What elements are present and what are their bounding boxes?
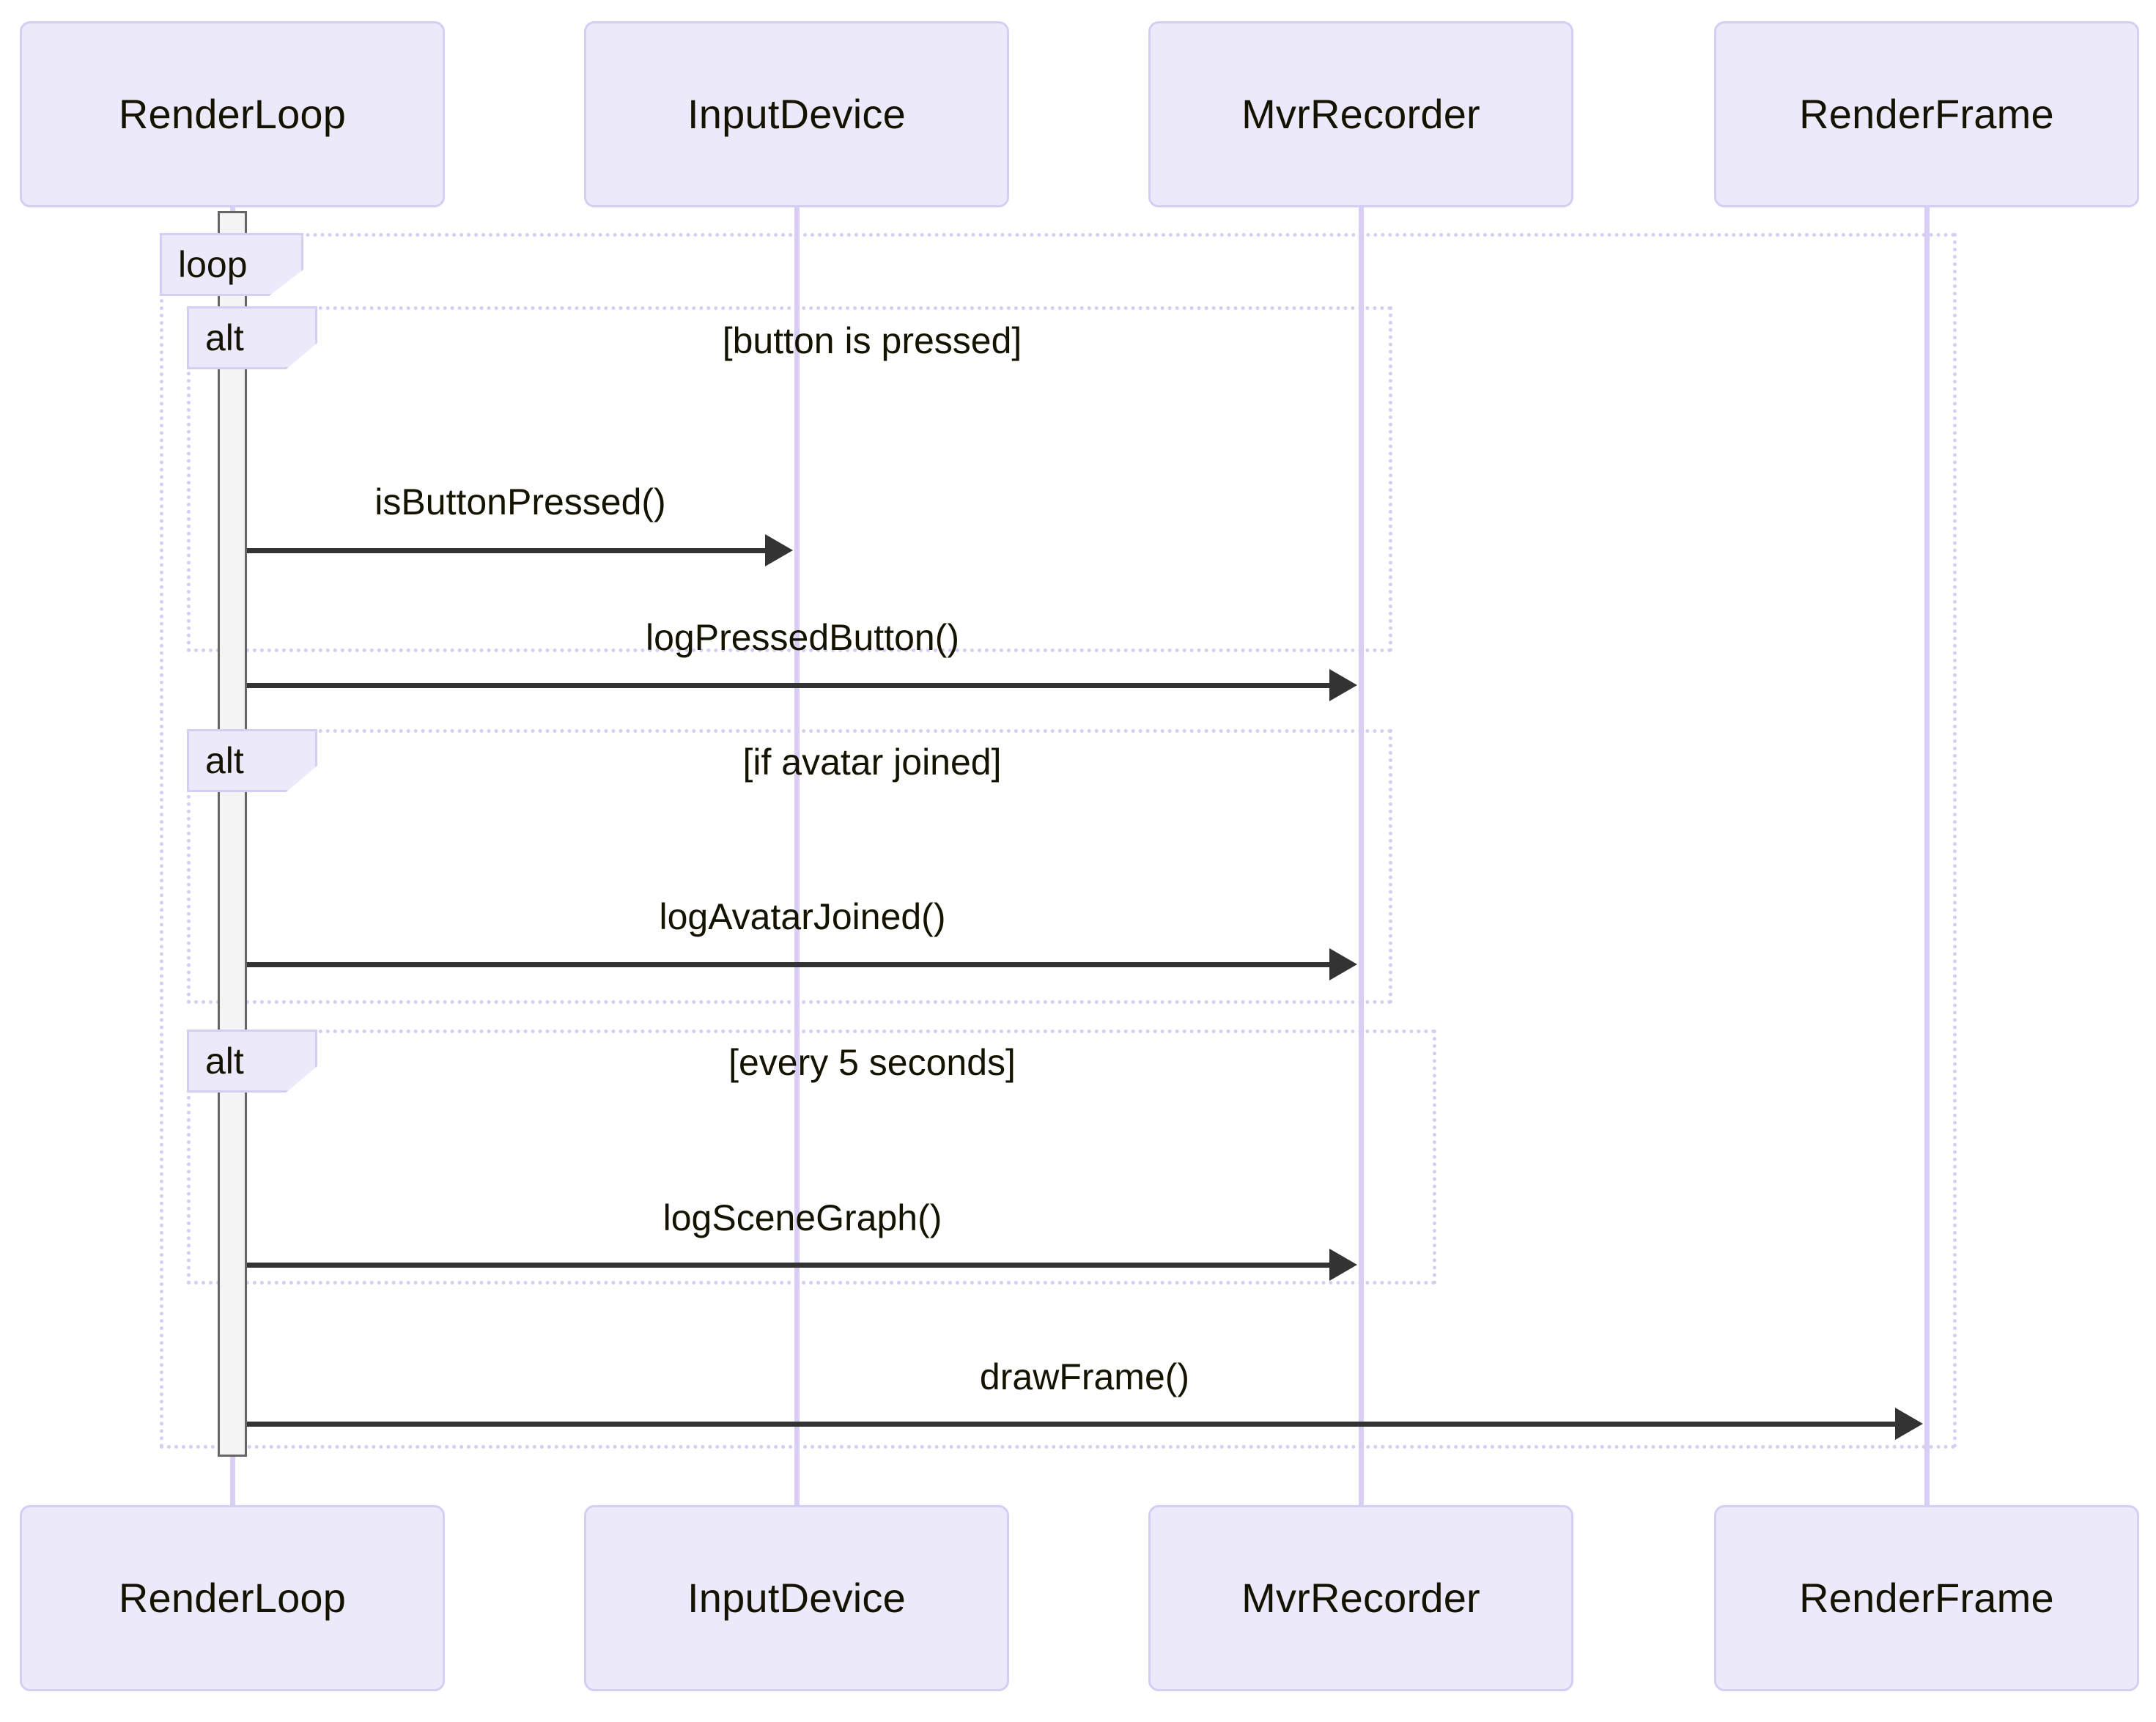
message-label-log-pressed-button: logPressedButton()	[645, 617, 960, 658]
lifeline-inputdevice	[794, 207, 800, 1505]
fragment-alt-every-5-seconds	[187, 1030, 1436, 1285]
participant-box-renderframe-top[interactable]: RenderFrame	[1714, 21, 2139, 207]
message-line-log-avatar-joined	[247, 962, 1329, 967]
participant-box-renderloop-top[interactable]: RenderLoop	[20, 21, 445, 207]
participant-box-mvrrecorder-bottom[interactable]: MvrRecorder	[1148, 1505, 1573, 1691]
participant-label-renderloop-top: RenderLoop	[118, 91, 347, 137]
fragment-tab-loop-label: loop	[178, 244, 248, 285]
fragment-tab-alt-button-pressed: alt	[187, 306, 317, 369]
message-arrowhead-log-avatar-joined	[1329, 948, 1357, 980]
fragment-tab-alt-every-5-seconds: alt	[187, 1030, 317, 1093]
message-line-draw-frame	[247, 1422, 1895, 1427]
participant-box-inputdevice-bottom[interactable]: InputDevice	[584, 1505, 1009, 1691]
message-arrowhead-draw-frame	[1895, 1408, 1923, 1440]
message-label-log-scene-graph: logSceneGraph()	[662, 1197, 942, 1238]
message-arrowhead-log-scene-graph	[1329, 1249, 1357, 1281]
participant-box-renderframe-bottom[interactable]: RenderFrame	[1714, 1505, 2139, 1691]
lifeline-renderframe	[1924, 207, 1930, 1505]
message-line-log-scene-graph	[247, 1263, 1329, 1268]
participant-label-renderloop-bottom: RenderLoop	[118, 1575, 347, 1621]
fragment-condition-every-5-seconds: [every 5 seconds]	[728, 1042, 1016, 1083]
fragment-tab-alt-avatar-joined-label: alt	[205, 740, 244, 781]
activation-bar-renderloop	[218, 211, 247, 1457]
participant-box-mvrrecorder-top[interactable]: MvrRecorder	[1148, 21, 1573, 207]
message-arrowhead-log-pressed-button	[1329, 669, 1357, 701]
message-line-is-button-pressed	[247, 548, 765, 553]
participant-label-inputdevice-top: InputDevice	[687, 91, 906, 137]
fragment-tab-alt-avatar-joined: alt	[187, 729, 317, 792]
message-label-is-button-pressed: isButtonPressed()	[374, 481, 666, 522]
participant-box-renderloop-bottom[interactable]: RenderLoop	[20, 1505, 445, 1691]
participant-box-inputdevice-top[interactable]: InputDevice	[584, 21, 1009, 207]
fragment-tab-alt-every-5-seconds-label: alt	[205, 1041, 244, 1082]
participant-label-inputdevice-bottom: InputDevice	[687, 1575, 906, 1621]
message-arrowhead-is-button-pressed	[765, 534, 793, 566]
participant-label-renderframe-top: RenderFrame	[1799, 91, 2054, 137]
participant-label-mvrrecorder-top: MvrRecorder	[1241, 91, 1480, 137]
message-label-draw-frame: drawFrame()	[979, 1356, 1190, 1397]
participant-label-renderframe-bottom: RenderFrame	[1799, 1575, 2054, 1621]
fragment-condition-avatar-joined: [if avatar joined]	[742, 742, 1002, 783]
fragment-alt-avatar-joined	[187, 729, 1392, 1004]
fragment-loop	[160, 233, 1957, 1449]
fragment-alt-button-pressed	[187, 306, 1392, 652]
message-label-log-avatar-joined: logAvatarJoined()	[659, 896, 946, 937]
fragment-tab-loop: loop	[160, 233, 303, 296]
participant-label-mvrrecorder-bottom: MvrRecorder	[1241, 1575, 1480, 1621]
fragment-condition-button-pressed: [button is pressed]	[722, 320, 1022, 361]
fragment-tab-alt-button-pressed-label: alt	[205, 317, 244, 358]
lifeline-mvrrecorder	[1359, 207, 1364, 1505]
message-line-log-pressed-button	[247, 683, 1329, 688]
